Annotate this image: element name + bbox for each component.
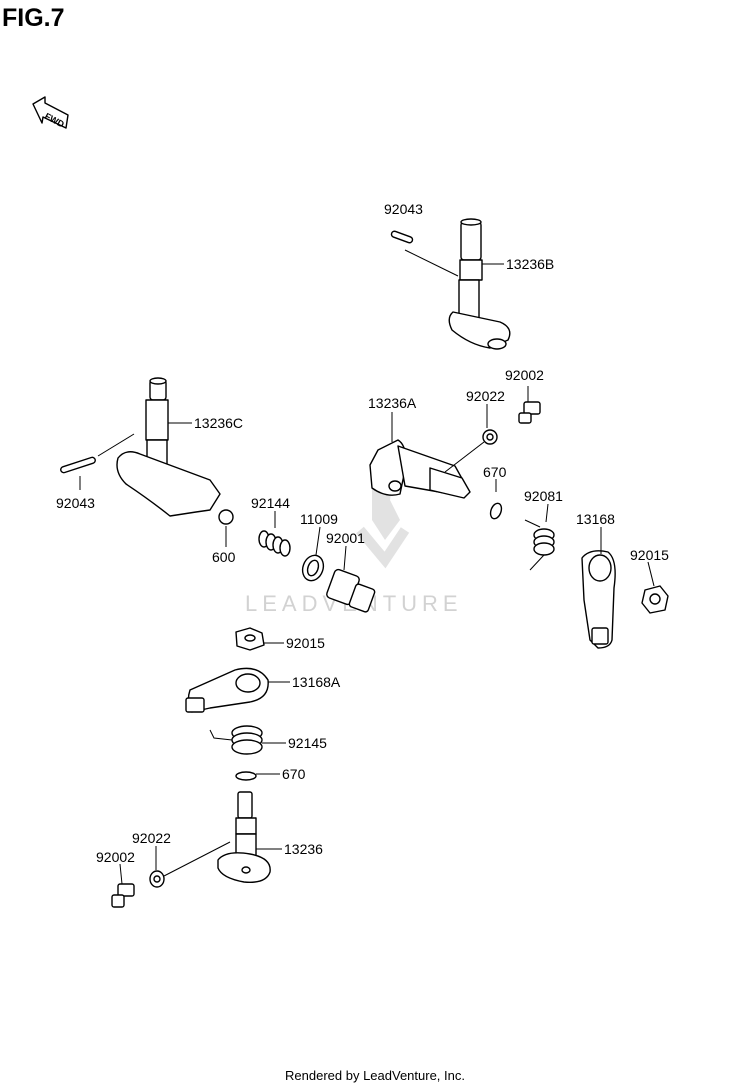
part-13236-lower-shaft (217, 791, 271, 883)
callout-13236c: 13236C (194, 415, 243, 431)
part-670-lower-oring (235, 771, 257, 781)
callout-92002-upper: 92002 (505, 367, 544, 383)
callout-92022-lower: 92022 (132, 830, 171, 846)
callout-13168: 13168 (576, 511, 615, 527)
part-13168a-arm (185, 667, 269, 713)
part-92022-lower-washer (149, 870, 165, 888)
part-92001-plug (326, 568, 376, 613)
callout-600: 600 (212, 549, 236, 565)
callout-670-lower: 670 (282, 766, 306, 782)
callout-13236: 13236 (284, 841, 323, 857)
part-600-ball (218, 509, 234, 525)
part-13236b-shaft (390, 218, 511, 350)
callout-labels: 92043 13236B 92002 13236A 92022 13236C 6… (56, 201, 669, 865)
callout-13236a: 13236A (368, 395, 417, 411)
part-92002-upper-bolt (518, 401, 541, 424)
callout-13236b: 13236B (506, 256, 554, 272)
figure-title: FIG.7 (2, 4, 65, 32)
callout-92145: 92145 (288, 735, 327, 751)
callout-92015-right: 92015 (630, 547, 669, 563)
part-92145-spring (209, 725, 263, 755)
part-13236a-shaft (369, 439, 471, 499)
callout-92043-upper: 92043 (384, 201, 423, 217)
part-11009-gasket (301, 554, 325, 582)
part-670-upper-oring (489, 502, 503, 520)
part-92081-spring (524, 519, 555, 571)
part-13168-arm (581, 550, 616, 649)
callout-11009: 11009 (300, 511, 338, 527)
callout-670-upper: 670 (483, 464, 507, 480)
leader-lines (79, 249, 655, 885)
part-92144-spring (258, 530, 291, 557)
part-92015-left-nut (235, 627, 265, 651)
part-13236c-shaft (60, 377, 221, 517)
part-92015-right-nut (641, 585, 669, 614)
callout-92002-lower: 92002 (96, 849, 135, 865)
footer-credit: Rendered by LeadVenture, Inc. (285, 1068, 465, 1083)
callout-92001: 92001 (326, 530, 365, 546)
callout-92144: 92144 (251, 495, 290, 511)
callout-92043-left: 92043 (56, 495, 95, 511)
fwd-arrow-icon: FWD (32, 96, 69, 130)
callout-92022-upper: 92022 (466, 388, 505, 404)
callout-92015-left: 92015 (286, 635, 325, 651)
part-92002-lower-bolt (111, 883, 135, 908)
part-92022-upper-washer (482, 429, 498, 445)
callout-92081: 92081 (524, 488, 563, 504)
callout-13168a: 13168A (292, 674, 341, 690)
